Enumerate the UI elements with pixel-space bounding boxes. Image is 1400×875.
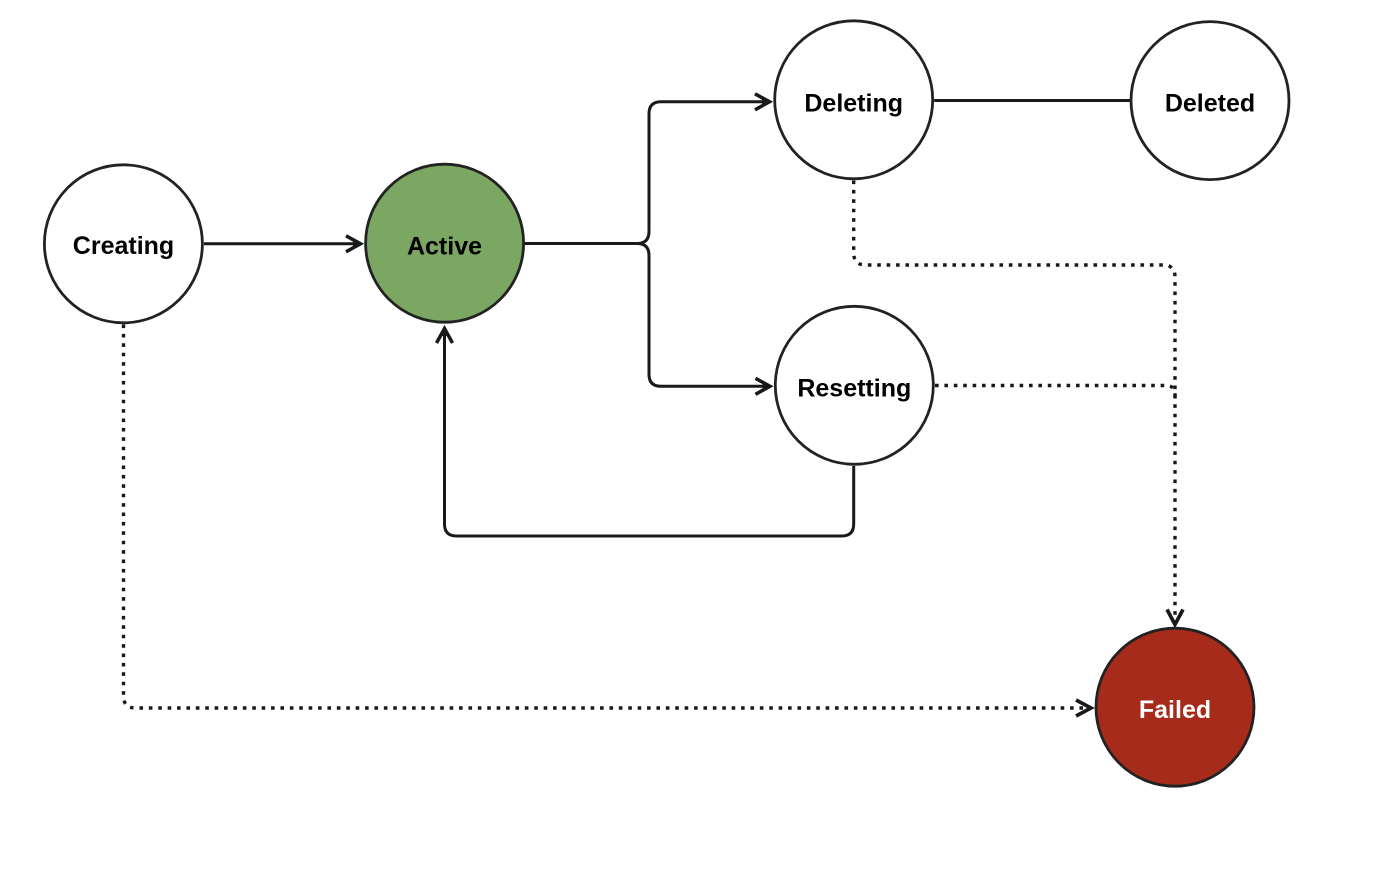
svg-text:Failed: Failed <box>1139 696 1211 724</box>
svg-text:Resetting: Resetting <box>797 375 911 403</box>
svg-text:Deleted: Deleted <box>1165 90 1255 118</box>
svg-text:Creating: Creating <box>73 232 174 260</box>
svg-text:Deleting: Deleting <box>804 90 903 118</box>
svg-text:Active: Active <box>407 233 482 261</box>
